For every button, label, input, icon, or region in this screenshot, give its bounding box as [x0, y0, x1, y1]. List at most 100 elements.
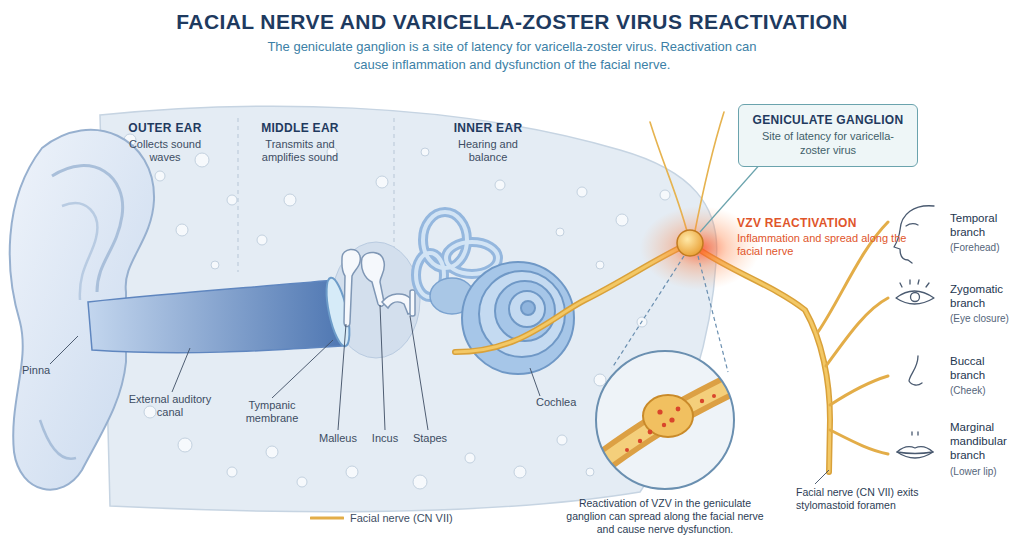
temporal-bone: [577, 187, 587, 197]
section-heading: INNER EAR: [454, 121, 523, 135]
face-icon: [911, 293, 920, 302]
inset-magnifier: [676, 407, 681, 412]
section-heading: OUTER EAR: [128, 121, 201, 135]
inset-magnifier: [596, 351, 734, 489]
part-label: Pinna: [22, 364, 50, 377]
temporal-bone: [465, 453, 475, 463]
box-heading: GENICULATE GANGLION: [749, 113, 907, 127]
label-leader: [338, 324, 346, 430]
cochlea: [479, 271, 565, 357]
temporal-bone: [495, 180, 505, 190]
inset-lines: [698, 256, 728, 372]
temporal-bone: [176, 224, 188, 236]
facial-nerve: [830, 376, 888, 405]
legend-item: Facial nerve (CN VII): [310, 512, 453, 524]
face-icon: [900, 280, 929, 287]
face-icon: [912, 432, 918, 435]
inset-caption: Reactivation of VZV in the geniculate ga…: [560, 497, 770, 536]
branch-target: (Lower lip): [950, 466, 997, 478]
temporal-bone: [257, 235, 267, 245]
inset-magnifier: [657, 409, 662, 414]
face-icon: [897, 447, 933, 458]
inset-magnifier: [625, 394, 716, 452]
ossicles: [382, 294, 414, 314]
temporal-bone: [557, 435, 567, 445]
part-label: Incus: [372, 432, 398, 445]
pinna: [62, 203, 97, 300]
branch-label: Zygomatic branch: [950, 283, 1016, 311]
label-leader: [50, 336, 78, 364]
temporal-bone: [227, 467, 237, 477]
section-note: Hearing and balance: [448, 138, 528, 164]
ossicles: [342, 249, 360, 326]
branch-label: Temporal branch: [950, 212, 1016, 240]
ossicles: [361, 252, 384, 306]
face-icon: [909, 356, 922, 385]
facial-nerve: [830, 430, 888, 454]
temporal-bone: [413, 475, 427, 489]
ossicles: [410, 290, 415, 316]
temporal-bone: [421, 148, 429, 156]
label-leader: [380, 305, 385, 430]
temporal-bone: [594, 374, 606, 386]
part-label: Cochlea: [536, 396, 576, 409]
ossicles: [342, 249, 415, 326]
part-label: Stapes: [413, 432, 447, 445]
callout-note: Inflammation and spread along the facial…: [737, 232, 907, 258]
inset-magnifier: [648, 430, 653, 435]
label-leader: [410, 316, 428, 430]
inset-magnifier: [596, 351, 734, 489]
part-label: Facial nerve (CN VII) exits stylomastoid…: [796, 486, 946, 512]
ear-canal: [88, 280, 342, 353]
pinna: [40, 420, 76, 459]
face-icon: [896, 291, 934, 304]
label-leader: [50, 305, 829, 484]
temporal-bone: [346, 466, 358, 478]
inset-magnifier: [712, 394, 716, 398]
branch-target: (Cheek): [950, 385, 986, 397]
inset-magnifier: [625, 448, 629, 452]
box-body: Site of latency for varicella-zoster vir…: [749, 130, 907, 158]
temporal-bone: [144, 406, 156, 418]
temporal-bone: [596, 261, 604, 269]
facial-nerve: [826, 298, 888, 366]
temporal-bone: [155, 171, 165, 181]
pinna: [52, 166, 123, 292]
temporal-bone: [616, 214, 628, 226]
inset-magnifier: [643, 395, 693, 437]
part-label: Tympanic membrane: [237, 399, 307, 425]
temporal-bone: [227, 195, 237, 205]
temporal-bone: [586, 468, 594, 476]
label-leader: [530, 368, 540, 396]
temporal-bone: [297, 477, 307, 487]
label-leader: [272, 340, 333, 398]
temporal-bone: [660, 190, 670, 200]
cochlea: [521, 301, 535, 315]
section-note: Transmits and amplifies sound: [250, 138, 350, 164]
inset-magnifier: [662, 423, 666, 427]
temporal-bone: [284, 194, 296, 206]
cochlea: [495, 281, 555, 341]
face-icon: [906, 224, 918, 226]
ear-canal: [88, 280, 342, 353]
inset-magnifier: [700, 399, 704, 403]
reactivation-glow: [677, 230, 703, 256]
legend-line: [310, 513, 344, 523]
legend-line: [311, 517, 343, 520]
subtitle: The geniculate ganglion is a site of lat…: [267, 38, 757, 74]
temporal-bone: [376, 176, 388, 188]
branch-target: (Forehead): [950, 242, 999, 254]
section-heading: MIDDLE EAR: [261, 121, 339, 135]
part-label: External auditory canal: [128, 393, 213, 419]
callout-heading: VZV REACTIVATION: [737, 216, 857, 230]
temporal-bone: [195, 153, 209, 167]
section-divider: [238, 118, 239, 272]
temporal-bone: [266, 446, 278, 458]
branch-label: Marginal mandibular branch: [950, 421, 1016, 462]
cochlea: [509, 291, 545, 327]
label-leader: [172, 348, 190, 392]
temporal-bone: [514, 466, 526, 478]
